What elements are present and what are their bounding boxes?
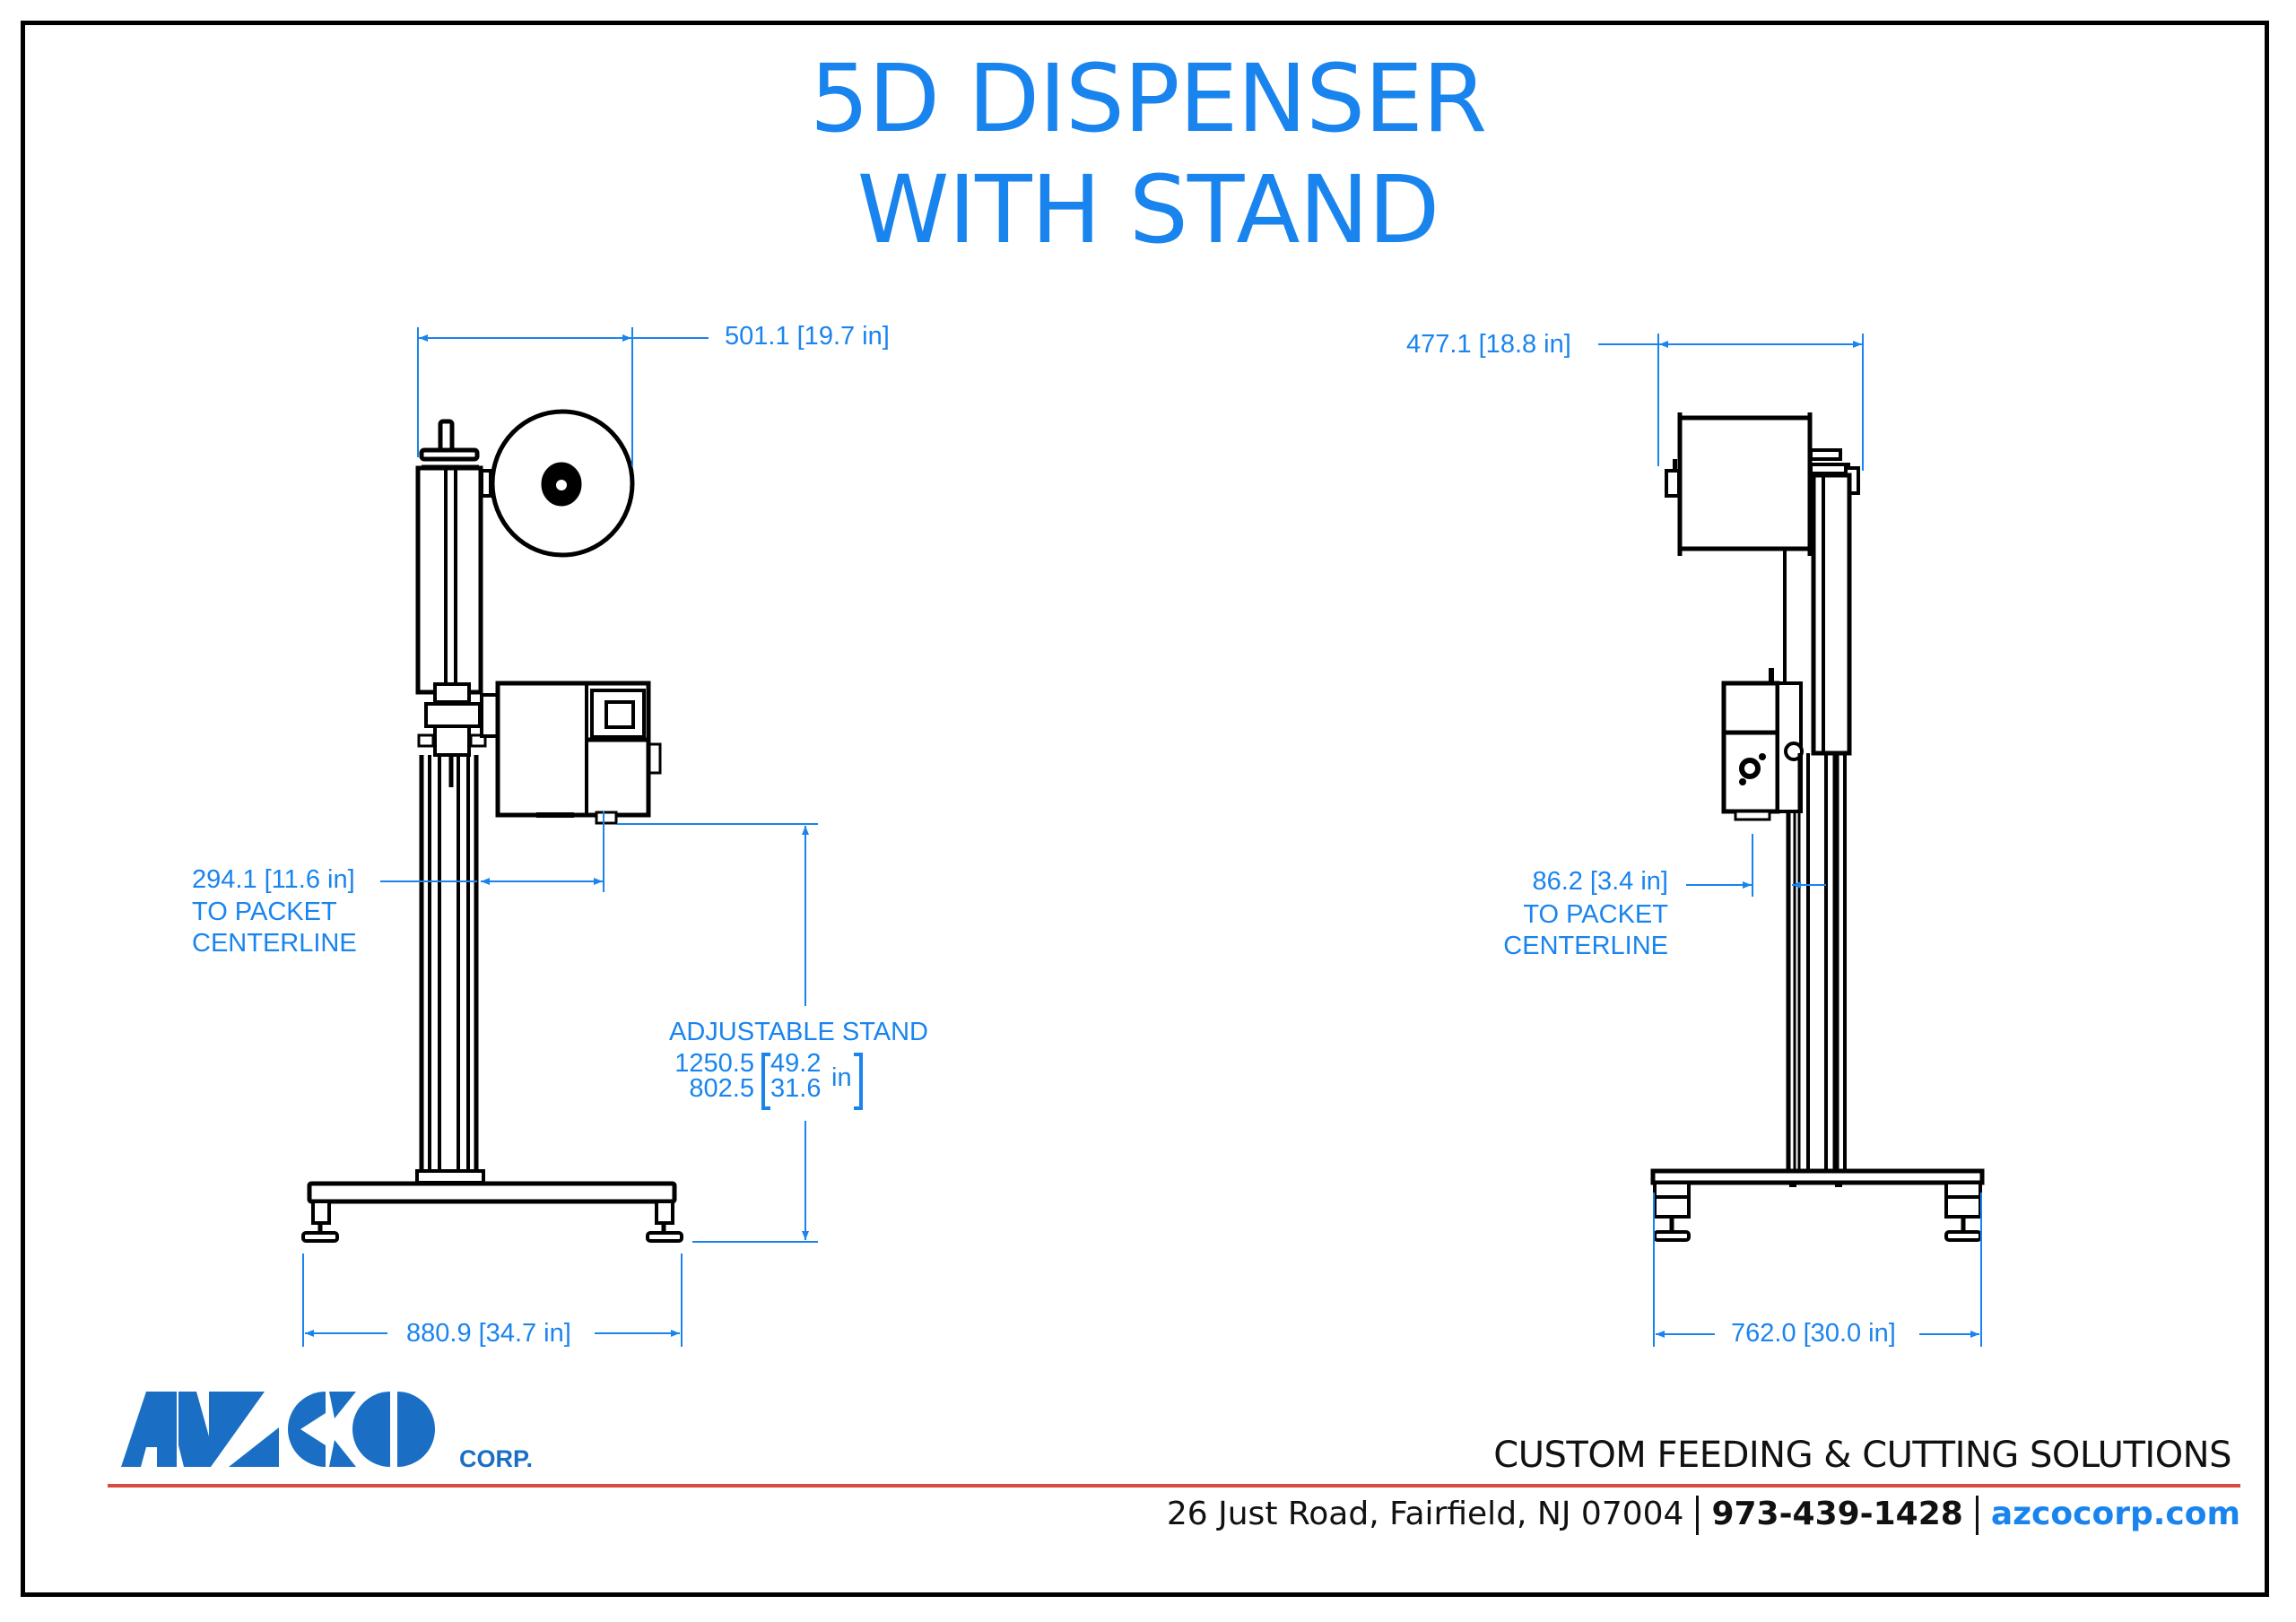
footer-divider [108,1484,2240,1488]
azco-logo-mark [121,1392,435,1467]
stand-min-in: 31.6 [770,1074,822,1103]
page-border [21,21,2269,1597]
front-view-dimensions [302,327,818,1347]
front-offset-note-line1: TO PACKET [192,898,337,926]
stand-bracket-left [761,1053,770,1110]
stand-max-mm: 1250.5 [674,1049,754,1078]
stand-min-mm: 802.5 [689,1074,754,1103]
company-phone: 973-439-1428 [1711,1496,1963,1532]
side-view-dimensions [1598,334,1982,1347]
stand-max-in: 49.2 [770,1049,822,1078]
side-offset-note-line1: TO PACKET [1523,900,1668,929]
side-offset-note-line2: CENTERLINE [1503,932,1668,960]
logo-corp-suffix: CORP. [459,1445,534,1472]
company-website-link[interactable]: azcocorp.com [1990,1496,2240,1532]
company-address: 26 Just Road, Fairfield, NJ 07004 [1166,1496,1684,1532]
stand-bracket-right [854,1053,863,1110]
side-base-dimension: 762.0 [30.0 in] [1731,1319,1896,1348]
contact-line: 26 Just Road, Fairfield, NJ 07004 973-439… [1167,1496,2240,1535]
page-title-line1: 5D DISPENSER [809,44,1487,153]
company-tagline: CUSTOM FEEDING & CUTTING SOLUTIONS [1493,1435,2231,1476]
page-title-line2: WITH STAND [857,155,1440,265]
stand-unit: in [831,1063,852,1092]
front-offset-dimension: 294.1 [11.6 in] [192,865,355,894]
separator [1975,1496,1979,1535]
adjustable-stand-label: ADJUSTABLE STAND [669,1018,928,1046]
front-width-dimension: 501.1 [19.7 in] [725,322,890,351]
side-offset-dimension: 86.2 [3.4 in] [1532,867,1668,896]
front-base-dimension: 880.9 [34.7 in] [406,1319,571,1348]
front-offset-note-line2: CENTERLINE [192,929,357,958]
side-width-dimension: 477.1 [18.8 in] [1406,330,1571,359]
side-view-machine [1650,412,1985,1242]
front-view-machine [301,409,683,1243]
separator [1696,1496,1700,1535]
